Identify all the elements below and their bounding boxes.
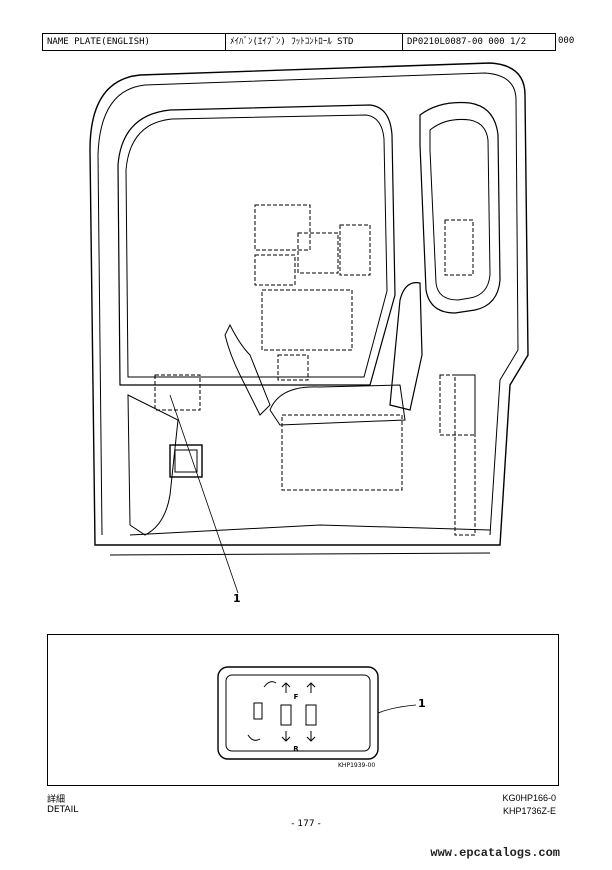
detail-label-jp: 詳細 xyxy=(47,795,66,805)
callout-1: 1 xyxy=(233,592,241,605)
detail-label-en: DETAIL xyxy=(47,805,79,815)
detail-callout-1: 1 xyxy=(418,697,426,710)
part-name-jp: ﾒｲﾊﾞﾝ(ｴｲﾌﾞﾝ) ﾌｯﾄｺﾝﾄﾛｰﾙ STD xyxy=(226,34,403,50)
detail-frame: F R xyxy=(47,634,559,786)
part-name: NAME PLATE(ENGLISH) xyxy=(43,34,226,50)
title-block: NAME PLATE(ENGLISH) ﾒｲﾊﾞﾝ(ｴｲﾌﾞﾝ) ﾌｯﾄｺﾝﾄﾛ… xyxy=(42,33,556,51)
plate-code: KHP1939-00 xyxy=(338,762,376,769)
reference-code-2: KHP1736Z-E xyxy=(502,806,556,816)
forward-label: F xyxy=(294,693,299,701)
header-extra-code: 000 xyxy=(558,36,575,46)
reverse-label: R xyxy=(293,745,299,753)
cab-drawing xyxy=(89,62,529,594)
reference-code-1: KG0HP166-0 xyxy=(502,793,556,803)
drawing-number: DP0210L0087-00 000 1/2 xyxy=(407,37,527,47)
page-number: - 177 - xyxy=(291,819,321,829)
watermark-url[interactable]: www.epcatalogs.com xyxy=(430,846,560,860)
name-plate-drawing: F R xyxy=(217,666,417,760)
